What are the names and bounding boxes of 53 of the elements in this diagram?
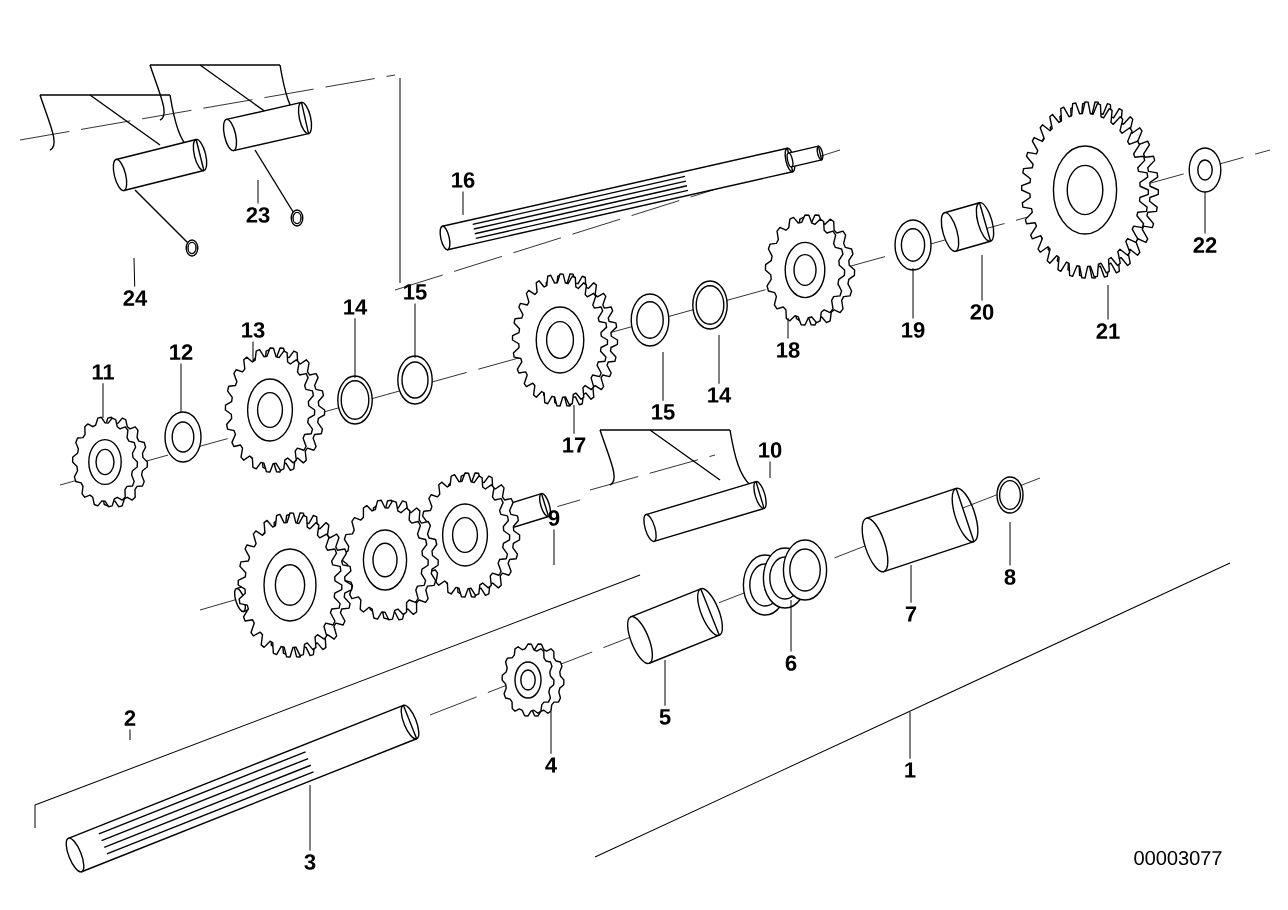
leader-line bbox=[1009, 521, 1011, 566]
callout-number: 21 bbox=[1096, 323, 1120, 339]
leader-line bbox=[1107, 284, 1109, 321]
leader-line bbox=[553, 529, 555, 566]
callout-number: 19 bbox=[902, 322, 925, 338]
leader-line bbox=[912, 267, 914, 319]
callout-number: 2 bbox=[124, 710, 136, 726]
leader-line bbox=[664, 659, 666, 707]
leader-line bbox=[550, 711, 552, 755]
callout-number: 15 bbox=[404, 284, 427, 300]
callout-number: 18 bbox=[777, 342, 800, 358]
callout-number: 24 bbox=[123, 290, 148, 306]
callout-number: 20 bbox=[970, 304, 994, 320]
leader-line bbox=[354, 317, 356, 379]
callout-number: 22 bbox=[1193, 237, 1217, 253]
leader-line bbox=[1204, 191, 1206, 235]
leader-line bbox=[102, 382, 104, 419]
callout-number: 3 bbox=[304, 854, 316, 870]
callout-number: 14 bbox=[344, 299, 368, 315]
leader-line bbox=[414, 302, 416, 359]
drawing-number: 00003077 bbox=[1134, 850, 1222, 866]
callout-number: 16 bbox=[452, 172, 475, 188]
callout-number: 10 bbox=[759, 442, 782, 458]
callout-number: 12 bbox=[170, 344, 193, 360]
leader-line bbox=[573, 404, 575, 435]
leader-line bbox=[257, 179, 259, 204]
leader-line bbox=[981, 254, 983, 301]
leader-line bbox=[769, 461, 771, 479]
callout-number: 11 bbox=[92, 364, 114, 380]
leader-line bbox=[718, 334, 720, 385]
leader-line bbox=[252, 341, 254, 363]
leader-line bbox=[662, 351, 664, 402]
leader-line bbox=[787, 317, 789, 339]
callout-number: 14 bbox=[708, 387, 732, 403]
callout-number: 6 bbox=[785, 655, 797, 671]
callout-number: 15 bbox=[652, 404, 675, 420]
leader-line bbox=[790, 599, 792, 652]
callout-number: 1 bbox=[905, 762, 916, 778]
leader-line bbox=[180, 362, 182, 413]
callout-number: 13 bbox=[242, 322, 265, 338]
callout-number: 7 bbox=[905, 606, 917, 622]
leader-line bbox=[462, 191, 464, 216]
leader-line bbox=[309, 784, 311, 851]
leader-line bbox=[129, 728, 131, 741]
leader-line bbox=[909, 711, 911, 760]
leader-line bbox=[133, 257, 136, 288]
callout-number: 8 bbox=[1004, 569, 1016, 585]
callout-number: 23 bbox=[246, 207, 270, 223]
callout-number: 5 bbox=[659, 709, 671, 725]
callout-number: 9 bbox=[548, 510, 560, 526]
callout-number: 17 bbox=[563, 437, 586, 453]
leader-line bbox=[910, 564, 912, 604]
callout-number: 4 bbox=[545, 757, 557, 773]
